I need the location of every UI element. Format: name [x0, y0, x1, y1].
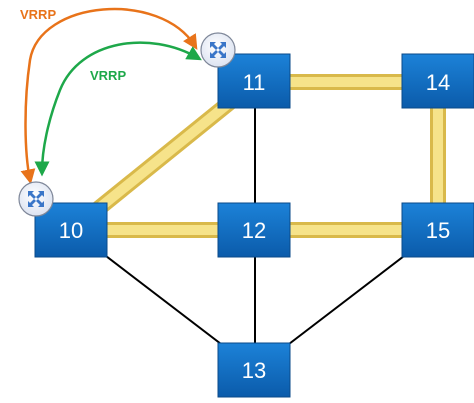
- router-icon: [200, 32, 236, 68]
- router-icon-11: [200, 32, 236, 68]
- node-label-12: 12: [242, 218, 266, 243]
- vrrp-arrow-orange: [20, 7, 198, 185]
- node-label-11: 11: [243, 70, 266, 95]
- node-15[interactable]: 15: [401, 202, 474, 258]
- node-14[interactable]: 14: [401, 53, 474, 109]
- node-label-15: 15: [426, 218, 450, 243]
- node-12[interactable]: 12: [217, 202, 291, 258]
- router-icon: [18, 181, 54, 217]
- vrrp-label-green: VRRP: [90, 68, 126, 83]
- node-13[interactable]: 13: [217, 342, 291, 398]
- nodes: 10 11 12 13 14: [34, 53, 474, 398]
- node-label-10: 10: [59, 218, 83, 243]
- node-11[interactable]: 11: [217, 53, 291, 109]
- node-label-13: 13: [242, 358, 266, 383]
- vrrp-arrows: VRRP VRRP: [20, 7, 202, 185]
- vrrp-arrow-green: [34, 41, 202, 177]
- router-icon-10: [18, 181, 54, 217]
- node-label-14: 14: [426, 70, 450, 95]
- vrrp-label-orange: VRRP: [20, 7, 56, 22]
